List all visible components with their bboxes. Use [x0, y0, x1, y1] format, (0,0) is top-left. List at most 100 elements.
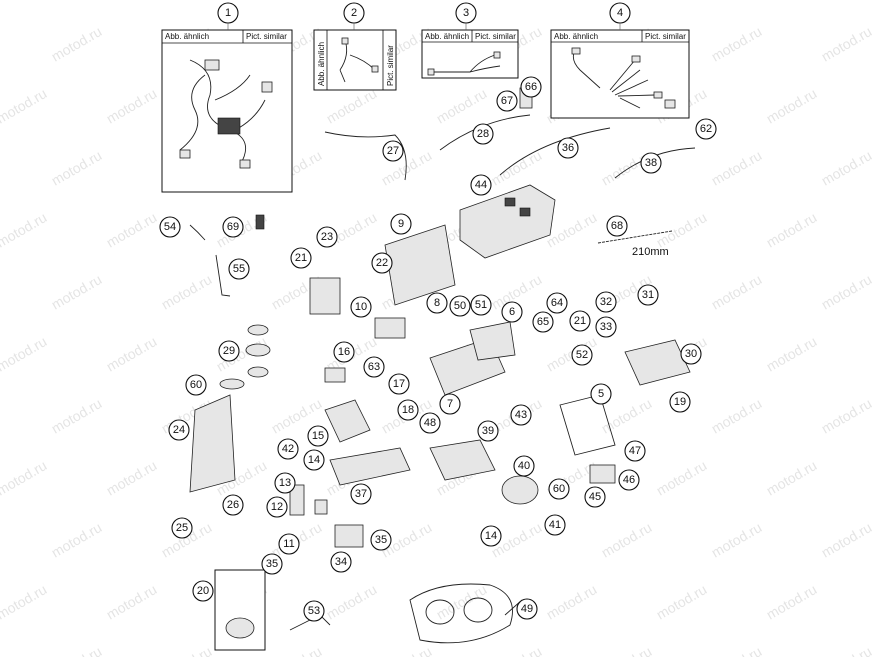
callout-label-8: 8	[434, 297, 440, 309]
callouts: 5678910111213141415161718192021212223242…	[159, 76, 717, 622]
watermark-text: motod.ru	[49, 643, 105, 657]
callout-label-47: 47	[629, 445, 641, 457]
callout-label-11: 11	[283, 538, 294, 550]
callout-46: 46	[618, 469, 640, 491]
watermark-text: motod.ru	[654, 581, 710, 622]
callout-label-65: 65	[537, 316, 549, 328]
watermark-text: motod.ru	[49, 519, 105, 560]
watermark-text: motod.ru	[104, 0, 160, 3]
callout-label-6: 6	[509, 306, 515, 318]
callout-35: 35	[261, 553, 283, 575]
callout-14: 14	[303, 449, 325, 471]
callout-19: 19	[669, 391, 691, 413]
watermark-text: motod.ru	[489, 147, 545, 188]
svg-text:1: 1	[225, 7, 231, 19]
callout-label-7: 7	[447, 398, 453, 410]
svg-text:4: 4	[617, 7, 623, 19]
callout-25: 25	[171, 517, 193, 539]
part-sketches	[189, 87, 696, 651]
callout-26: 26	[222, 494, 244, 516]
watermark-text: motod.ru	[104, 209, 160, 250]
callout-label-37: 37	[355, 488, 367, 500]
callout-label-50: 50	[454, 300, 466, 312]
callout-36: 36	[557, 137, 579, 159]
watermark-text: motod.ru	[819, 23, 875, 64]
callout-label-31: 31	[642, 289, 654, 301]
callout-label-42: 42	[282, 443, 294, 455]
callout-label-5: 5	[598, 388, 604, 400]
watermark-text: motod.ru	[709, 643, 765, 657]
callout-39: 39	[477, 420, 499, 442]
watermark-text: motod.ru	[324, 581, 380, 622]
callout-label-28: 28	[477, 128, 489, 140]
callout-label-22: 22	[376, 257, 388, 269]
callout-60: 60	[185, 374, 207, 396]
watermark-text: motod.ru	[104, 85, 160, 126]
watermark-text: motod.ru	[159, 271, 215, 312]
callout-31: 31	[637, 284, 659, 306]
callout-label-23: 23	[321, 231, 333, 243]
watermark-text: motod.ru	[709, 395, 765, 436]
box2-label-de: Abb. ähnlich	[317, 42, 326, 86]
kit-box-1: Abb. ähnlich Pict. similar	[161, 29, 293, 193]
watermark-text: motod.ru	[0, 85, 49, 126]
watermark-text: motod.ru	[764, 333, 820, 374]
callout-label-55: 55	[233, 263, 245, 275]
dimension-label: 210mm	[632, 246, 669, 258]
watermark-text: motod.ru	[434, 85, 490, 126]
watermark-text: motod.ru	[434, 0, 490, 3]
watermark-text: motod.ru	[654, 209, 710, 250]
callout-label-35: 35	[266, 558, 278, 570]
callout-55: 55	[228, 258, 250, 280]
callout-label-49: 49	[521, 603, 533, 615]
callout-label-62: 62	[700, 123, 712, 135]
callout-label-24: 24	[173, 424, 185, 436]
callout-6: 6	[501, 301, 523, 323]
top-number-3: 3	[455, 2, 477, 24]
watermark-text: motod.ru	[104, 581, 160, 622]
callout-49: 49	[516, 598, 538, 620]
callout-18: 18	[397, 399, 419, 421]
callout-label-17: 17	[393, 378, 405, 390]
callout-16: 16	[333, 341, 355, 363]
watermark-text: motod.ru	[764, 457, 820, 498]
watermark-text: motod.ru	[709, 519, 765, 560]
callout-32: 32	[595, 291, 617, 313]
watermark-text: motod.ru	[324, 85, 380, 126]
callout-label-43: 43	[515, 409, 527, 421]
watermark-text: motod.ru	[544, 581, 600, 622]
watermark-text: motod.ru	[324, 0, 380, 3]
callout-label-66: 66	[525, 81, 537, 93]
callout-28: 28	[472, 123, 494, 145]
box2-label-en: Pict. similar	[386, 45, 395, 86]
strap-68	[597, 230, 673, 244]
watermark-text: motod.ru	[269, 643, 325, 657]
watermark-text: motod.ru	[0, 333, 49, 374]
callout-label-25: 25	[176, 522, 188, 534]
kit-box-2: Abb. ähnlich Pict. similar	[313, 29, 397, 91]
callout-35b: 35	[370, 529, 392, 551]
callout-label-45: 45	[589, 491, 601, 503]
callout-69: 69	[222, 216, 244, 238]
callout-7: 7	[439, 393, 461, 415]
callout-label-38: 38	[645, 157, 657, 169]
callout-13: 13	[274, 472, 296, 494]
watermark-text: motod.ru	[654, 457, 710, 498]
callout-label-20: 20	[197, 585, 209, 597]
box3-label-de: Abb. ähnlich	[425, 32, 469, 41]
watermark-text: motod.ru	[654, 0, 710, 3]
watermark-text: motod.ru	[764, 209, 820, 250]
callout-label-14b: 14	[485, 530, 497, 542]
callout-68: 68	[606, 215, 628, 237]
watermark-text: motod.ru	[709, 271, 765, 312]
callout-65: 65	[532, 311, 554, 333]
svg-text:2: 2	[351, 7, 357, 19]
callout-label-15: 15	[312, 430, 324, 442]
callout-20: 20	[192, 580, 214, 602]
watermark-text: motod.ru	[819, 643, 875, 657]
callout-label-52: 52	[576, 349, 588, 361]
callout-label-46: 46	[623, 474, 635, 486]
callout-label-60b: 60	[553, 483, 565, 495]
